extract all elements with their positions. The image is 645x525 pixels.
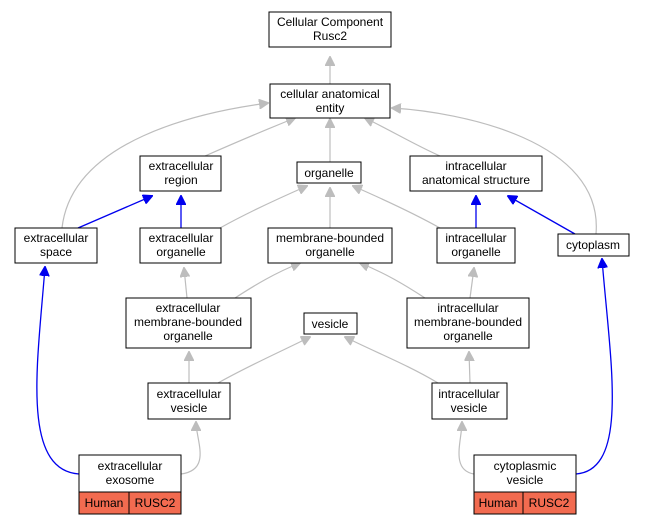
node-label: cytoplasmic [494, 459, 557, 473]
node-label: Rusc2 [313, 29, 347, 43]
node-label: membrane-bounded [276, 231, 384, 245]
node-label: intracellular [445, 159, 506, 173]
node-extracellular-vesicle[interactable]: extracellular vesicle [147, 382, 231, 420]
node-label: extracellular [149, 159, 214, 173]
node-label: intracellular [438, 387, 499, 401]
edge-exspace-cae [61, 103, 268, 229]
edge-exspace-exreg [77, 196, 152, 229]
human-tag-label: Human [85, 496, 124, 510]
node-intracellular-anatomical-structure[interactable]: intracellular anatomical structure [409, 155, 543, 192]
gene-tag [522, 491, 577, 515]
node-label: extracellular [98, 459, 163, 473]
edge-cytves-inves [459, 422, 475, 475]
node-cytoplasmic-vesicle[interactable]: cytoplasmic vesicle Human RUSC2 [473, 454, 577, 515]
gene-tag-label: RUSC2 [529, 496, 570, 510]
node-label: extracellular [156, 301, 221, 315]
node-label: Cellular Component [277, 15, 384, 29]
edge-cytves-cytoplasm [575, 259, 613, 475]
edge-inmbo-inorg [470, 268, 474, 299]
node-extracellular-exosome[interactable]: extracellular exosome Human RUSC2 [78, 454, 182, 515]
edge-exorg-organelle [219, 186, 307, 229]
nodes: Cellular Component Rusc2 cellular anatom… [14, 11, 630, 515]
node-label: vesicle [451, 401, 488, 415]
node-label: organelle [305, 245, 355, 259]
edge-inmbo-mbo [360, 263, 426, 299]
node-extracellular-space[interactable]: extracellular space [14, 227, 98, 264]
node-label: vesicle [171, 401, 208, 415]
edge-inorg-organelle [353, 186, 441, 229]
node-label: organelle [163, 329, 213, 343]
node-intracellular-organelle[interactable]: intracellular organelle [436, 227, 516, 264]
edge-exves-vesicle [217, 337, 310, 384]
node-intracellular-membrane-bounded-organelle[interactable]: intracellular membrane-bounded organelle [406, 297, 530, 349]
edge-exosome-exves [180, 422, 200, 475]
node-label: entity [316, 101, 345, 115]
edge-exosome-exspace [36, 267, 80, 475]
edge-cytoplasm-cae [392, 108, 597, 235]
node-vesicle[interactable]: vesicle [303, 312, 358, 335]
node-label: vesicle [507, 473, 544, 487]
node-cytoplasm[interactable]: cytoplasm [557, 233, 630, 257]
node-label: cytoplasm [566, 238, 620, 252]
node-label: space [40, 245, 72, 259]
node-label: organelle [156, 245, 206, 259]
node-extracellular-membrane-bounded-organelle[interactable]: extracellular membrane-bounded organelle [125, 297, 252, 349]
node-label: intracellular [445, 231, 506, 245]
node-extracellular-region[interactable]: extracellular region [139, 155, 222, 192]
node-label: extracellular [149, 231, 214, 245]
edges [36, 57, 613, 475]
node-label: extracellular [24, 231, 89, 245]
edge-inves-inmbo [469, 352, 470, 384]
node-label: intracellular [437, 301, 498, 315]
node-label: membrane-bounded [134, 315, 242, 329]
node-label: extracellular [157, 387, 222, 401]
node-intracellular-vesicle[interactable]: intracellular vesicle [431, 382, 508, 420]
node-organelle[interactable]: organelle [296, 161, 362, 184]
edge-exmbo-exorg [184, 268, 187, 299]
edge-ias-cae [365, 118, 441, 157]
node-cellular-component[interactable]: Cellular Component Rusc2 [268, 11, 392, 48]
node-label: exosome [106, 473, 155, 487]
gene-tag-label: RUSC2 [135, 496, 176, 510]
edge-cytoplasm-ias [508, 196, 576, 235]
edge-exmbo-mbo [234, 263, 300, 299]
edge-inves-vesicle [345, 337, 439, 384]
node-membrane-bounded-organelle[interactable]: membrane-bounded organelle [267, 227, 393, 264]
edge-exreg-cae [204, 118, 295, 157]
node-extracellular-organelle[interactable]: extracellular organelle [139, 227, 222, 264]
gene-tag [128, 491, 182, 515]
human-tag-label: Human [479, 496, 518, 510]
node-cellular-anatomical-entity[interactable]: cellular anatomical entity [269, 83, 391, 119]
node-label: region [164, 173, 197, 187]
node-label: organelle [451, 245, 501, 259]
node-label: cellular anatomical [280, 87, 379, 101]
node-label: anatomical structure [422, 173, 530, 187]
node-label: organelle [443, 329, 493, 343]
node-label: organelle [304, 166, 354, 180]
node-label: vesicle [312, 317, 349, 331]
node-label: membrane-bounded [414, 315, 522, 329]
